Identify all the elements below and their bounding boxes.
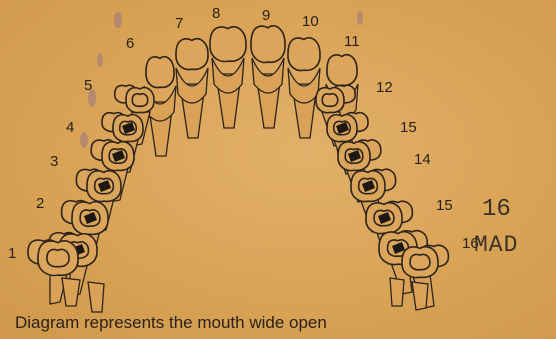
tooth-number-11: 11: [344, 34, 360, 49]
tooth-number-7: 7: [175, 16, 183, 31]
tooth-crown: [176, 39, 208, 70]
tooth-number-1: 1: [8, 246, 16, 261]
tooth-lingual: [212, 58, 244, 93]
tooth-root: [88, 282, 104, 312]
diagram-caption: Diagram represents the mouth wide open: [15, 313, 327, 333]
tooth-root: [412, 282, 428, 310]
tooth-crown: [251, 26, 285, 63]
tooth-crown: [210, 27, 246, 62]
tooth-lingual: [288, 68, 320, 103]
tooth-root: [62, 278, 80, 306]
tooth-occlusal: [410, 254, 430, 269]
tooth-root: [390, 278, 404, 306]
tooth-lingual: [252, 58, 284, 93]
stamp-number: 16: [482, 198, 511, 222]
tooth-occlusal: [322, 94, 337, 107]
tooth-lingual: [176, 68, 208, 103]
tooth-crown: [288, 38, 320, 71]
tooth-number-3: 3: [50, 154, 58, 169]
tooth-number-15-upper: 15: [400, 120, 417, 135]
tooth-crown: [327, 55, 357, 86]
ink-smudge: [114, 12, 122, 28]
tooth-number-15-lower: 15: [436, 198, 453, 213]
tooth-number-12: 12: [376, 80, 393, 95]
tooth-occlusal: [47, 249, 69, 266]
ink-smudge: [97, 53, 103, 67]
tooth-number-10: 10: [302, 14, 319, 29]
tooth-number-2: 2: [36, 196, 44, 211]
tooth-number-14: 14: [414, 152, 431, 167]
tooth-number-5: 5: [84, 78, 92, 93]
tooth-occlusal: [132, 94, 147, 107]
tooth-number-6: 6: [126, 36, 134, 51]
tooth-number-4: 4: [66, 120, 74, 135]
stamp-initials: MAD: [474, 234, 518, 257]
tooth-number-8: 8: [212, 6, 220, 21]
ink-smudge: [80, 132, 88, 148]
tooth-crown: [146, 57, 174, 88]
ink-smudge: [357, 11, 363, 25]
tooth-number-9: 9: [262, 8, 270, 23]
